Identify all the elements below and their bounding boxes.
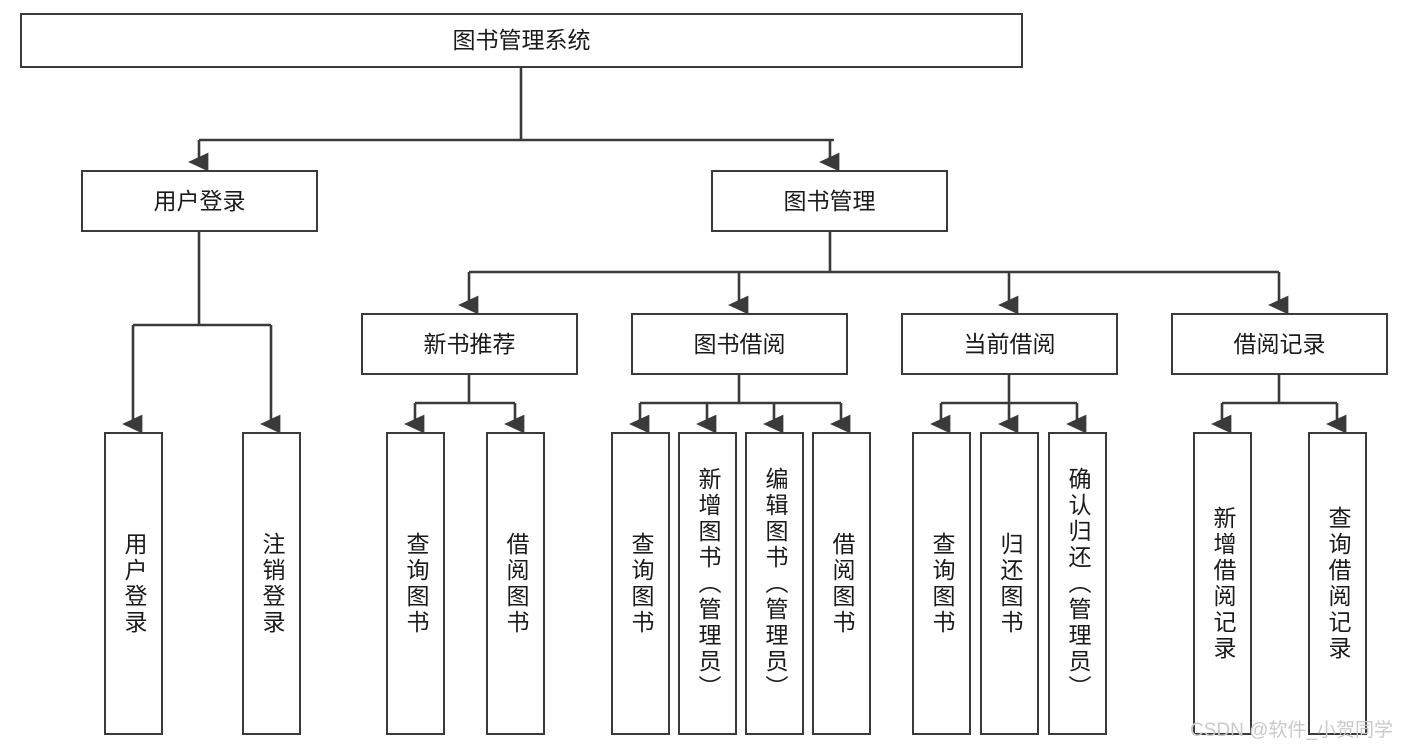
leaf-book-borrow-2[interactable]: 新增图书（管理员） (678, 432, 737, 735)
leaf-new-book-1-label: 查询图书 (403, 531, 429, 636)
connector-group-current-borrow (930, 375, 1087, 434)
leaf-book-borrow-4[interactable]: 借阅图书 (812, 432, 871, 735)
node-book-borrow-label: 图书借阅 (693, 330, 786, 357)
node-current-borrow[interactable]: 当前借阅 (901, 313, 1118, 375)
leaf-book-borrow-1-label: 查询图书 (628, 531, 654, 636)
leaf-new-book-1[interactable]: 查询图书 (386, 432, 445, 735)
leaf-current-borrow-3-label: 确认归还（管理员） (1065, 466, 1091, 701)
leaf-new-book-2-label: 借阅图书 (503, 531, 529, 636)
leaf-borrow-record-2[interactable]: 查询借阅记录 (1308, 432, 1367, 735)
node-current-borrow-label: 当前借阅 (963, 330, 1056, 357)
node-root-system-label: 图书管理系统 (452, 27, 591, 54)
leaf-current-borrow-1-label: 查询图书 (929, 531, 955, 636)
leaf-user-login-2-label: 注销登录 (259, 531, 285, 636)
connector-group-new-book (404, 375, 525, 434)
node-borrow-record[interactable]: 借阅记录 (1171, 313, 1388, 375)
leaf-book-borrow-3[interactable]: 编辑图书（管理员） (745, 432, 804, 735)
leaf-current-borrow-2-label: 归还图书 (997, 531, 1023, 636)
connector-group-root (188, 68, 840, 172)
node-new-book-recommend-label: 新书推荐 (423, 330, 516, 357)
connector-group-user-login (122, 232, 281, 434)
leaf-user-login-1[interactable]: 用户登录 (104, 432, 163, 735)
node-borrow-record-label: 借阅记录 (1233, 330, 1326, 357)
leaf-user-login-1-label: 用户登录 (121, 531, 147, 636)
connector-group-borrow-record (1211, 375, 1347, 434)
node-root-system[interactable]: 图书管理系统 (20, 13, 1023, 68)
leaf-book-borrow-4-label: 借阅图书 (829, 531, 855, 636)
node-new-book-recommend[interactable]: 新书推荐 (361, 313, 578, 375)
leaf-book-borrow-2-label: 新增图书（管理员） (695, 466, 721, 701)
node-book-management-label: 图书管理 (783, 187, 876, 214)
node-book-borrow[interactable]: 图书借阅 (631, 313, 848, 375)
leaf-user-login-2[interactable]: 注销登录 (242, 432, 301, 735)
connector-group-book-borrow (629, 375, 851, 434)
leaf-current-borrow-3[interactable]: 确认归还（管理员） (1048, 432, 1107, 735)
leaf-new-book-2[interactable]: 借阅图书 (486, 432, 545, 735)
node-user-login-label: 用户登录 (153, 187, 246, 214)
node-user-login[interactable]: 用户登录 (81, 170, 318, 232)
leaf-borrow-record-1-label: 新增借阅记录 (1210, 505, 1236, 662)
leaf-book-borrow-1[interactable]: 查询图书 (611, 432, 670, 735)
connector-group-book-manage (458, 232, 1289, 315)
leaf-current-borrow-1[interactable]: 查询图书 (912, 432, 971, 735)
leaf-borrow-record-2-label: 查询借阅记录 (1325, 505, 1351, 662)
leaf-borrow-record-1[interactable]: 新增借阅记录 (1193, 432, 1252, 735)
leaf-book-borrow-3-label: 编辑图书（管理员） (762, 466, 788, 701)
leaf-current-borrow-2[interactable]: 归还图书 (980, 432, 1039, 735)
node-book-management[interactable]: 图书管理 (711, 170, 948, 232)
